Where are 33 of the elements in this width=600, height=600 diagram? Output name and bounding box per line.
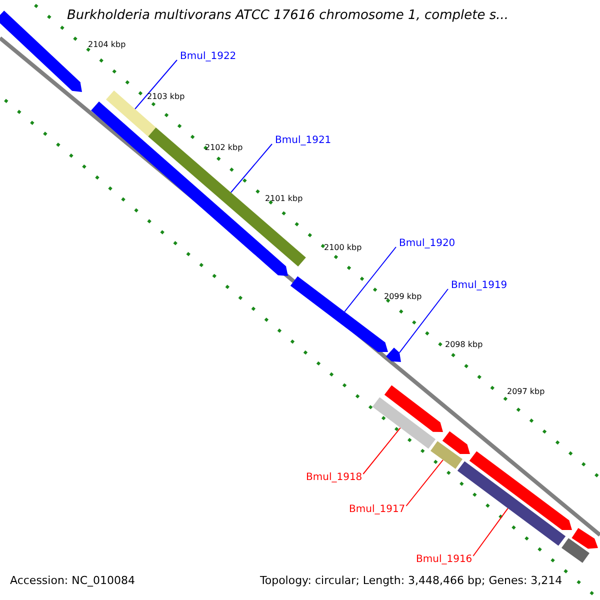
leader-line (134, 60, 178, 110)
gene-label: Bmul_1916 (416, 554, 472, 565)
scale-label: 2103 kbp (147, 93, 185, 102)
gene-label: Bmul_1917 (349, 504, 406, 515)
gene-label: Bmul_1921 (275, 135, 332, 146)
gene-bar (386, 348, 401, 362)
gene-label: Bmul_1922 (180, 51, 236, 62)
genome-info-text: Topology: circular; Length: 3,448,466 bp; Genes: 3,214 (260, 575, 562, 588)
gene-bar (457, 461, 566, 546)
gene-bar (430, 441, 462, 469)
title: Burkholderia multivorans ATCC 17616 chromosome 1, complete s... (67, 9, 509, 24)
scale-label: 2098 kbp (445, 341, 483, 350)
scale-label: 2099 kbp (384, 293, 422, 302)
gene-bar (442, 431, 470, 454)
scale-label: 2102 kbp (205, 144, 243, 153)
gene-label: Bmul_1920 (399, 238, 456, 249)
gene-bar (562, 538, 590, 563)
leader-line (344, 246, 396, 312)
gene-bar (469, 451, 572, 530)
leader-line (406, 459, 444, 506)
leader-line (399, 288, 448, 354)
leader-line (362, 427, 401, 474)
gene-label: Bmul_1919 (451, 280, 508, 291)
scale-label: 2097 kbp (507, 388, 545, 397)
scale-label: 2101 kbp (265, 195, 303, 204)
gene-bar (372, 397, 436, 449)
gene-bar (572, 528, 598, 549)
scale-label: 2100 kbp (324, 244, 362, 253)
leader-line (472, 508, 508, 556)
leader-line (230, 144, 272, 193)
accession-text: Accession: NC_010084 (10, 575, 136, 588)
gene-bar (384, 385, 443, 432)
gene-label: Bmul_1918 (306, 472, 362, 483)
